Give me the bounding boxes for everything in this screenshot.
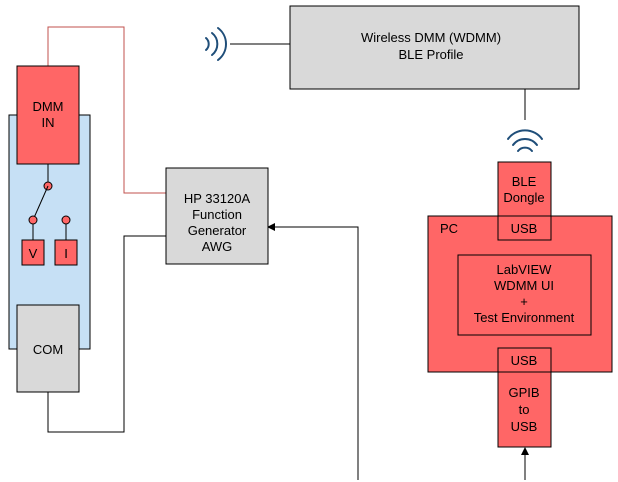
labview-box — [457, 254, 592, 336]
dmm-v-box — [21, 239, 45, 266]
wdmm-line2: BLE Profile — [398, 47, 463, 62]
dmm-v-label: V — [29, 246, 38, 261]
dmm-i-label: I — [64, 246, 68, 261]
wdmm-box — [289, 5, 580, 90]
wire-test-to-generator — [267, 223, 359, 480]
ble-dongle-line2: Dongle — [503, 190, 544, 205]
function-generator-line2: Function — [192, 207, 242, 222]
ble-dongle-line1: BLE — [512, 174, 537, 189]
labview-line4: Test Environment — [474, 310, 575, 325]
gpib-box — [497, 347, 552, 448]
dmm-com-box — [16, 304, 80, 393]
dmm-com-label: COM — [33, 342, 63, 357]
pc-label: PC — [440, 221, 458, 236]
dmm-in-label-line1: DMM — [32, 99, 63, 114]
gpib-line1: GPIB — [508, 385, 539, 400]
wire-com-to-generator — [47, 235, 166, 433]
wireless-signal-icon — [205, 27, 227, 61]
dmm-i-box — [54, 239, 78, 266]
wdmm-line1: Wireless DMM (WDMM) — [361, 30, 501, 45]
wireless-signal-icon — [507, 129, 543, 152]
gpib-line3: USB — [511, 419, 538, 434]
labview-line1: LabVIEW — [497, 262, 553, 277]
ble-dongle-box — [497, 161, 552, 241]
function-generator-line3: Generator — [188, 223, 247, 238]
function-generator-line1: HP 33120A — [184, 191, 251, 206]
wire-dmm-in-to-generator — [47, 26, 166, 194]
dmm-switch-contact-v — [28, 215, 38, 225]
gpib-line2: to — [519, 402, 530, 417]
pc-usb-label: USB — [511, 353, 538, 368]
dmm-switch-arm — [32, 185, 49, 221]
function-generator-box — [165, 167, 269, 265]
dmm-switch-contact-i — [61, 215, 71, 225]
ble-dongle-usb-label: USB — [511, 221, 538, 236]
dmm-in-label-line2: IN — [42, 115, 55, 130]
function-generator-line4: AWG — [202, 239, 233, 254]
labview-line3: + — [520, 294, 528, 309]
labview-line2: WDMM UI — [494, 278, 554, 293]
